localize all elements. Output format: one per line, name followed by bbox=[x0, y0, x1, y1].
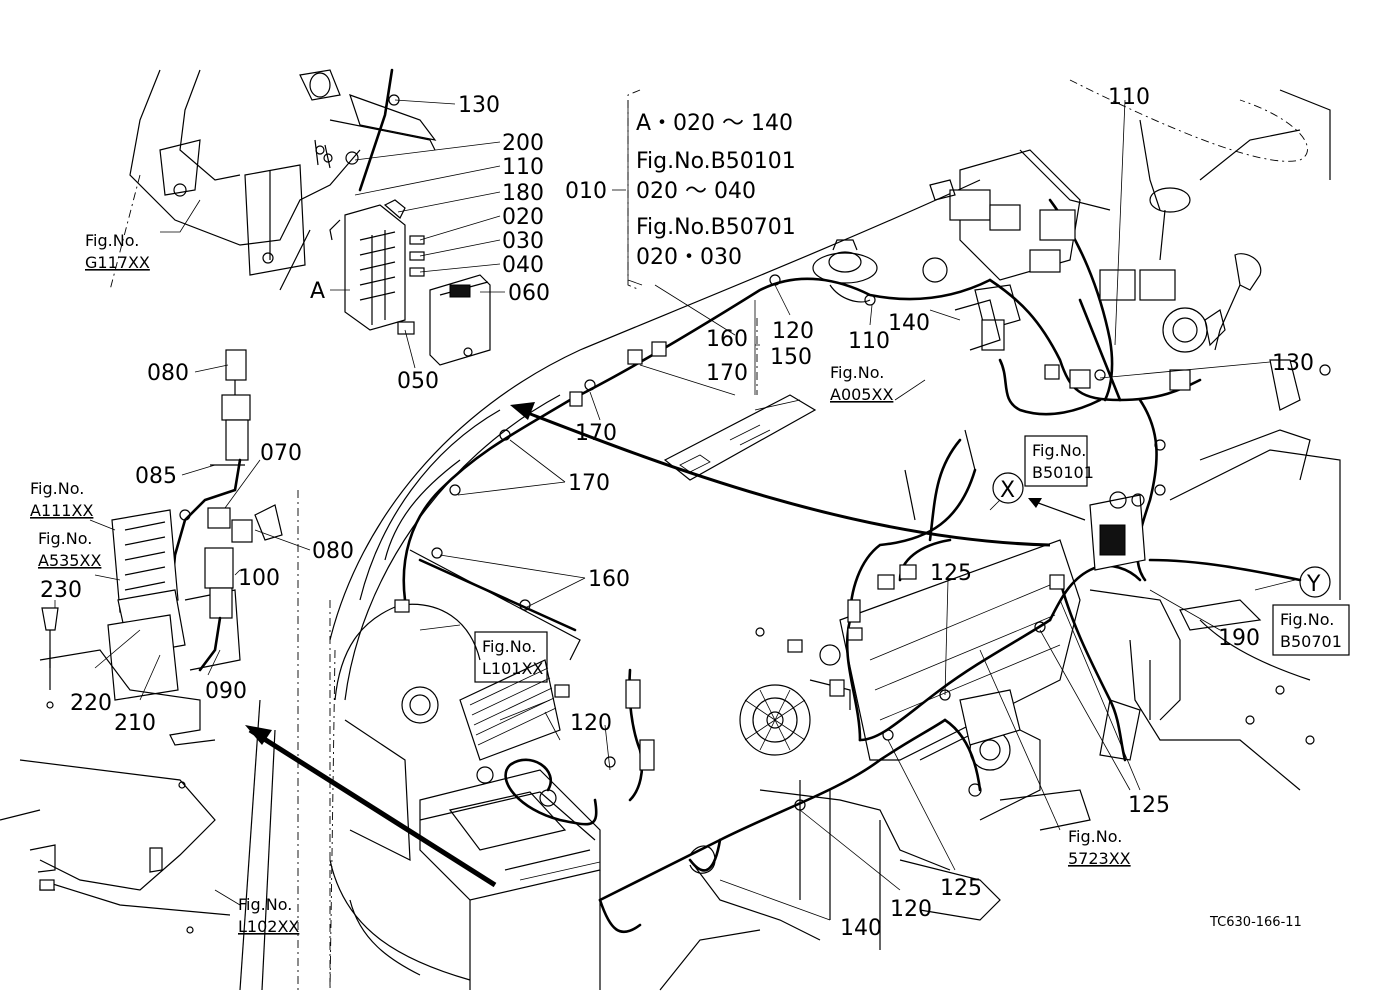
callout-180: 180 bbox=[502, 181, 544, 206]
lamp-switch-140 bbox=[922, 257, 1021, 351]
callout-160-mid: 160 bbox=[706, 327, 748, 352]
callout-010: 010 bbox=[565, 179, 607, 204]
callout-125-a: 125 bbox=[930, 561, 972, 586]
callout-110-mid: 110 bbox=[848, 329, 890, 354]
figref-a111-code: A111XX bbox=[30, 501, 93, 520]
callout-110-top: 110 bbox=[502, 155, 544, 180]
callout-140-bottom: 140 bbox=[840, 916, 882, 941]
vertical-post bbox=[239, 490, 331, 991]
right-frame bbox=[1089, 359, 1341, 791]
marker-X: X bbox=[1000, 478, 1015, 503]
callout-120-low: 120 bbox=[570, 711, 612, 736]
relay-box-right bbox=[1089, 491, 1146, 571]
dash-panel-components bbox=[929, 149, 1208, 391]
callout-085: 085 bbox=[135, 464, 177, 489]
fuse-box-assembly-A bbox=[314, 139, 406, 331]
callout-080-mid: 080 bbox=[312, 539, 354, 564]
legend-line-5: 020・030 bbox=[636, 245, 742, 270]
callout-120-bottom: 120 bbox=[890, 897, 932, 922]
callout-125-c: 125 bbox=[940, 876, 982, 901]
steering-wheel bbox=[1019, 79, 1331, 261]
figref-a535-code: A535XX bbox=[38, 551, 101, 570]
callout-150: 150 bbox=[770, 345, 812, 370]
callout-200: 200 bbox=[502, 131, 544, 156]
front-left-mudguard bbox=[329, 859, 471, 981]
figref-a005-code: A005XX bbox=[830, 385, 893, 404]
legend-block: A・020 ～ 140 Fig.No.B50101 020 ～ 040 Fig.… bbox=[627, 89, 796, 395]
legend-line-2: Fig.No.B50101 bbox=[636, 149, 796, 174]
figref-l102-label: Fig.No. bbox=[238, 895, 292, 914]
callout-130-top: 130 bbox=[458, 93, 500, 118]
battery-cable bbox=[504, 758, 598, 826]
figref-a005-label: Fig.No. bbox=[830, 363, 884, 382]
callout-130-right: 130 bbox=[1272, 351, 1314, 376]
callout-220: 220 bbox=[70, 691, 112, 716]
callout-080-top: 080 bbox=[147, 361, 189, 386]
figref-l101-label: Fig.No. bbox=[482, 637, 536, 656]
figref-b50101-code: B50101 bbox=[1032, 463, 1094, 482]
figref-l101-code: L101XX bbox=[482, 659, 543, 678]
lower-floor-plate bbox=[0, 759, 231, 934]
figref-a111-label: Fig.No. bbox=[30, 479, 84, 498]
callout-020: 020 bbox=[502, 205, 544, 230]
marker-X-circle bbox=[992, 472, 1024, 504]
harness-connectors bbox=[394, 341, 1065, 771]
direction-arrows bbox=[245, 402, 1086, 888]
figref-b50701-label: Fig.No. bbox=[1280, 610, 1334, 629]
small-fuses-020-040 bbox=[397, 235, 425, 335]
part-callouts: 130 200 110 180 020 030 040 060 050 A 08… bbox=[40, 85, 1314, 941]
figref-5723-code: 5723XX bbox=[1068, 849, 1131, 868]
starter-motor bbox=[959, 689, 1021, 797]
circle-markers: X Y bbox=[992, 472, 1331, 598]
callout-170-b: 170 bbox=[568, 471, 610, 496]
hood-decal-panel bbox=[663, 394, 817, 481]
figref-g117-label: Fig.No. bbox=[85, 231, 139, 250]
callout-170-mid: 170 bbox=[706, 361, 748, 386]
figref-a535-label: Fig.No. bbox=[38, 529, 92, 548]
figref-b50101-label: Fig.No. bbox=[1032, 441, 1086, 460]
gear-lever bbox=[1204, 253, 1262, 351]
antenna-rod-130 bbox=[358, 68, 400, 192]
callout-050: 050 bbox=[397, 369, 439, 394]
relay-box-060 bbox=[429, 274, 491, 366]
callout-125-b: 125 bbox=[1128, 793, 1170, 818]
callout-040: 040 bbox=[502, 253, 544, 278]
callout-190: 190 bbox=[1218, 626, 1260, 651]
alternator bbox=[739, 644, 851, 756]
callout-110-right: 110 bbox=[1108, 85, 1150, 110]
bracket-plate-210 bbox=[39, 607, 216, 746]
upper-frame-bracket bbox=[109, 69, 437, 291]
relays-070-080-090 bbox=[179, 504, 283, 672]
callout-A: A bbox=[310, 279, 325, 304]
key-switch-110 bbox=[812, 239, 878, 303]
callout-070: 070 bbox=[260, 441, 302, 466]
clamps bbox=[431, 274, 1166, 874]
battery bbox=[419, 766, 601, 990]
callout-030: 030 bbox=[502, 229, 544, 254]
fusible-link-block bbox=[107, 509, 241, 701]
callout-170-a: 170 bbox=[575, 421, 617, 446]
figref-5723-label: Fig.No. bbox=[1068, 827, 1122, 846]
legend-line-4: Fig.No.B50701 bbox=[636, 215, 796, 240]
figref-b50701-code: B50701 bbox=[1280, 632, 1342, 651]
callout-160-low: 160 bbox=[588, 567, 630, 592]
callout-090: 090 bbox=[205, 679, 247, 704]
engine-block bbox=[659, 539, 1091, 991]
legend-line-3: 020 ～ 040 bbox=[636, 179, 756, 204]
legend-line-1: A・020 ～ 140 bbox=[636, 111, 793, 136]
marker-Y: Y bbox=[1306, 572, 1321, 597]
figref-l102-code: L102XX bbox=[238, 917, 299, 936]
callout-140-mid: 140 bbox=[888, 311, 930, 336]
marker-Y-circle bbox=[1299, 566, 1331, 598]
drawing-code: TC630-166-11 bbox=[1209, 915, 1302, 930]
callout-230: 230 bbox=[40, 578, 82, 603]
callout-100: 100 bbox=[238, 566, 280, 591]
figure-references: Fig.No. G117XX Fig.No. A111XX Fig.No. A5… bbox=[30, 231, 1350, 936]
callout-060: 060 bbox=[508, 281, 550, 306]
callout-120-top: 120 bbox=[772, 319, 814, 344]
figref-g117-code: G117XX bbox=[85, 253, 150, 272]
callout-210: 210 bbox=[114, 711, 156, 736]
